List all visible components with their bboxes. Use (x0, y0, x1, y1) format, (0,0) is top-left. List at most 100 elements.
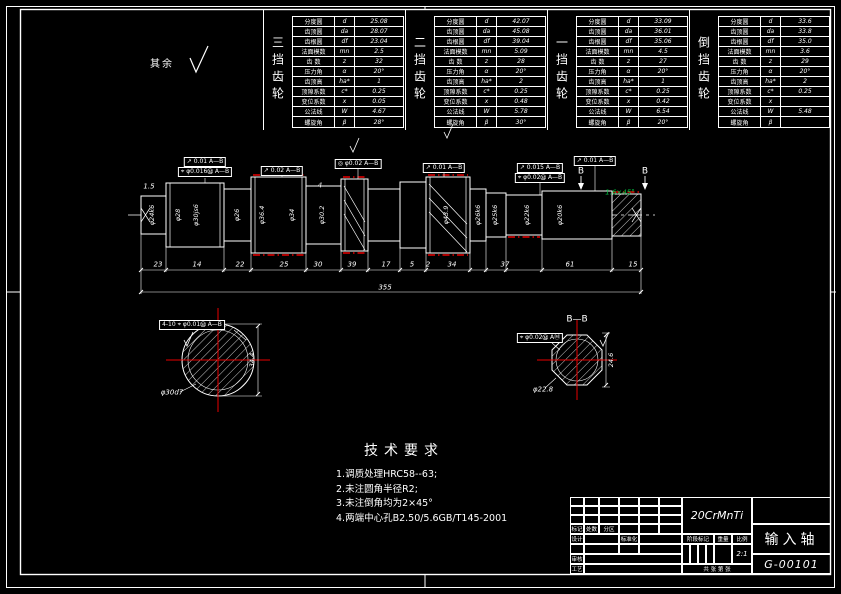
tb-cell-blank (599, 515, 619, 524)
gear-param-value: 2.5 (374, 48, 384, 55)
gear-param-label: 齿根圆 (577, 37, 619, 46)
diameter-label: φ30js6 (191, 204, 200, 226)
tb-cell-blank (659, 497, 682, 506)
gear-param-symbol: mn (335, 47, 355, 56)
section-b-title: B—B (566, 314, 588, 325)
dim-label: 34 (447, 260, 457, 269)
tb-cell-blank (752, 497, 831, 524)
tb-cell-blank (584, 497, 599, 506)
gear-param-symbol: c* (619, 87, 639, 96)
gear-param-label: 法面模数 (577, 47, 619, 56)
tolerance-frame: ↗ 0.02 A—B (260, 166, 304, 176)
gear-param-label: 变位系数 (719, 97, 761, 106)
tb-label-scale: 比例 (732, 534, 752, 544)
tolerance-frame: ⌖ φ0.02Ⓜ A—B (514, 173, 566, 183)
gear-param-symbol: x (619, 97, 639, 106)
tb-drawing-number: G-00101 (752, 554, 831, 574)
gear-param-label: 法面模数 (293, 47, 335, 56)
gear-param-symbol: ha* (477, 77, 497, 86)
gear-param-value: 28.07 (370, 28, 388, 35)
gear-param-value: 20° (657, 118, 669, 126)
gear-table-title: 一挡齿轮 (554, 35, 569, 104)
diameter-label: φ26k6 (473, 204, 482, 226)
gear-param-symbol: x (477, 97, 497, 106)
tech-requirement-item: 4.两端中心孔B2.50/5.6GB/T145-2001 (336, 512, 508, 524)
dim-label: 22 (235, 260, 245, 269)
gear-param-value: 3.6 (800, 48, 810, 55)
tb-cell-blank (584, 564, 682, 574)
gear-param-value: 0.05 (372, 98, 386, 105)
gear-param-symbol: α (335, 67, 355, 76)
gear-param-value: 6.54 (656, 108, 670, 115)
dim-label: 15 (628, 260, 638, 269)
gear-param-label: 顶隙系数 (719, 87, 761, 96)
gear-table-title: 倒挡齿轮 (696, 35, 711, 104)
gear-param-label: 螺旋角 (435, 117, 477, 127)
gear-param-value: 28 (517, 58, 525, 65)
tb-cell-blank (706, 544, 714, 564)
tech-requirement-item: 3.未注倒角均为2×45° (336, 498, 433, 509)
gear-param-label: 压力角 (293, 67, 335, 76)
gear-param-label: 齿根圆 (719, 37, 761, 46)
gear-param-label: 分度圆 (293, 17, 335, 26)
gear-param-symbol: ha* (619, 77, 639, 86)
gear-param-value: 0.25 (514, 88, 528, 95)
tb-label-mark: 标记 (570, 524, 584, 534)
tb-cell-blank (639, 515, 659, 524)
gear-param-label: 法面模数 (719, 47, 761, 56)
gear-param-label: 齿 数 (293, 57, 335, 66)
dim-label-small: 1.5 (143, 182, 155, 191)
tb-part-name: 输入轴 (752, 524, 831, 554)
gear-param-value: 1 (661, 78, 665, 85)
gear-param-value: 2 (519, 78, 523, 85)
tb-cell-blank (698, 544, 706, 564)
gear-param-value: 25.08 (370, 18, 388, 25)
gear-param-value: 0.48 (514, 98, 528, 105)
tolerance-frame: ↗ 0.015 A—B (516, 163, 564, 173)
gear-param-value: 20° (373, 68, 385, 75)
gear-param-value: 5.09 (514, 48, 528, 55)
gear-param-symbol: da (761, 27, 781, 36)
tech-requirement-item: 1.调质处理HRC58--63; (336, 469, 438, 480)
gear-param-value: 36.01 (654, 28, 672, 35)
gear-param-label: 齿顶圆 (719, 27, 761, 36)
tb-label-stage-mark: 阶段标记 (682, 534, 714, 544)
section-a-dim-label: 34.4 (247, 352, 256, 368)
tech-requirements-title: 技术要求 (364, 443, 444, 459)
section-b-arrow-label: B (577, 166, 585, 177)
gear-param-symbol: ha* (335, 77, 355, 86)
section-a-diameter-label: φ30d7 (160, 388, 184, 397)
technical-requirements: 技术要求 1.调质处理HRC58--63;2.未注圆角半径R2;3.未注倒角均为… (336, 440, 507, 526)
diameter-label: φ22k6 (522, 204, 531, 226)
tb-cell-blank (714, 544, 732, 564)
tb-cell-blank (639, 497, 659, 506)
gear-param-value: 0.25 (656, 88, 670, 95)
tb-cell-blank (619, 524, 639, 534)
tb-cell-blank (639, 506, 659, 515)
tb-material: 20CrMnTi (682, 497, 752, 534)
tolerance-frame: ↗ 0.01 A—B (573, 156, 617, 166)
